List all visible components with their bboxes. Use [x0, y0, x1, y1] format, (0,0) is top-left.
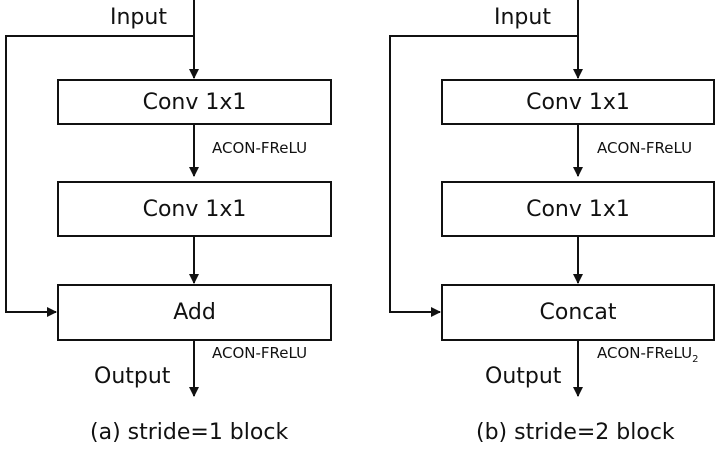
a-add-box: Add	[57, 284, 332, 341]
b-input-label: Input	[494, 5, 551, 30]
a-activation-2: ACON-FReLU	[212, 344, 308, 362]
b-activation-2-subscript: 2	[692, 354, 699, 365]
a-skip-connection	[5, 35, 194, 317]
b-conv1-box: Conv 1x1	[441, 79, 715, 125]
diagram-a-connectors	[5, 0, 199, 397]
b-caption: (b) stride=2 block	[476, 420, 675, 445]
b-concat-box: Concat	[441, 284, 715, 341]
a-conv2-box: Conv 1x1	[57, 181, 332, 237]
b-activation-2: ACON-FReLU2	[597, 346, 698, 365]
b-skip-connection	[389, 35, 578, 317]
a-caption: (a) stride=1 block	[90, 420, 289, 445]
b-activation-1: ACON-FReLU	[597, 139, 693, 157]
b-conv2-box: Conv 1x1	[441, 181, 715, 237]
b-output-label: Output	[485, 364, 562, 389]
a-input-label: Input	[110, 5, 167, 30]
a-output-label: Output	[94, 364, 171, 389]
a-conv1-box: Conv 1x1	[57, 79, 332, 125]
a-activation-1: ACON-FReLU	[212, 139, 308, 157]
diagram-b-connectors	[389, 0, 583, 397]
b-activation-2-text: ACON-FReLU	[597, 344, 693, 362]
